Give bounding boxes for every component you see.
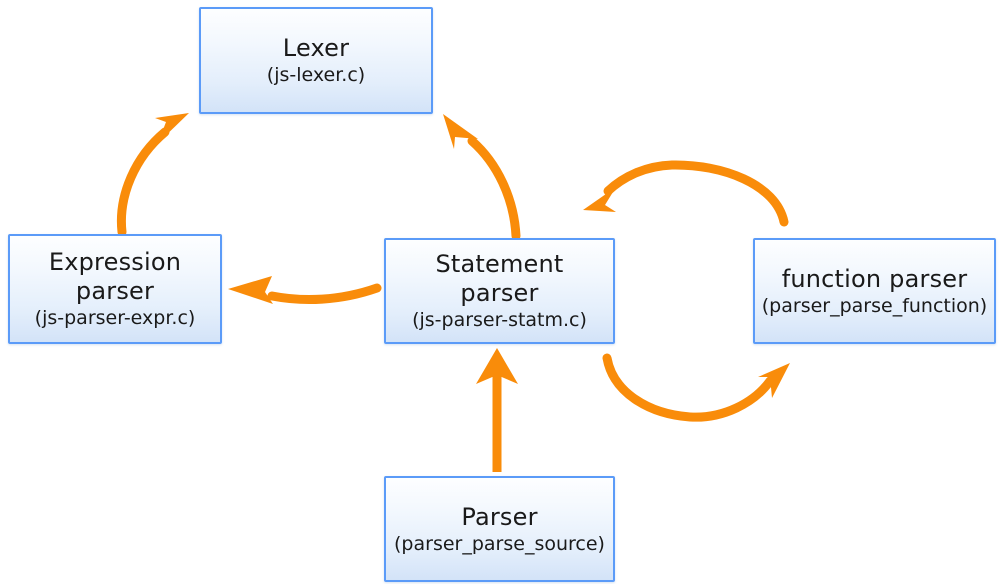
node-function-parser[interactable]: function parser (parser_parse_function): [753, 238, 996, 344]
node-expression-parser-title-line2: parser: [75, 276, 155, 305]
arrow-statement-to-expression: [228, 276, 382, 305]
node-parser-subtitle: (parser_parse_source): [394, 532, 605, 555]
node-statement-parser-title-line1: Statement: [435, 250, 564, 279]
node-statement-parser-title-line2: parser: [460, 278, 539, 307]
arrow-parser-to-statement: [476, 348, 518, 472]
arrow-expression-to-lexer: [116, 113, 189, 237]
node-lexer[interactable]: Lexer (js-lexer.c): [199, 7, 433, 114]
node-function-parser-title: function parser: [781, 264, 968, 293]
node-parser[interactable]: Parser (parser_parse_source): [384, 476, 615, 582]
arrow-function-to-statement: [583, 160, 789, 227]
arrow-statement-to-function: [602, 353, 790, 422]
node-statement-parser[interactable]: Statement parser (js-parser-statm.c): [384, 238, 615, 344]
node-statement-parser-subtitle: (js-parser-statm.c): [412, 309, 587, 332]
node-lexer-subtitle: (js-lexer.c): [266, 64, 366, 87]
node-parser-title: Parser: [461, 502, 538, 531]
node-function-parser-subtitle: (parser_parse_function): [761, 294, 988, 317]
node-expression-parser-subtitle: (js-parser-expr.c): [34, 307, 196, 330]
node-expression-parser[interactable]: Expression parser (js-parser-expr.c): [8, 234, 222, 344]
arrow-statement-to-lexer: [443, 114, 521, 241]
node-expression-parser-title-line1: Expression: [48, 248, 182, 277]
node-lexer-title: Lexer: [282, 34, 350, 63]
